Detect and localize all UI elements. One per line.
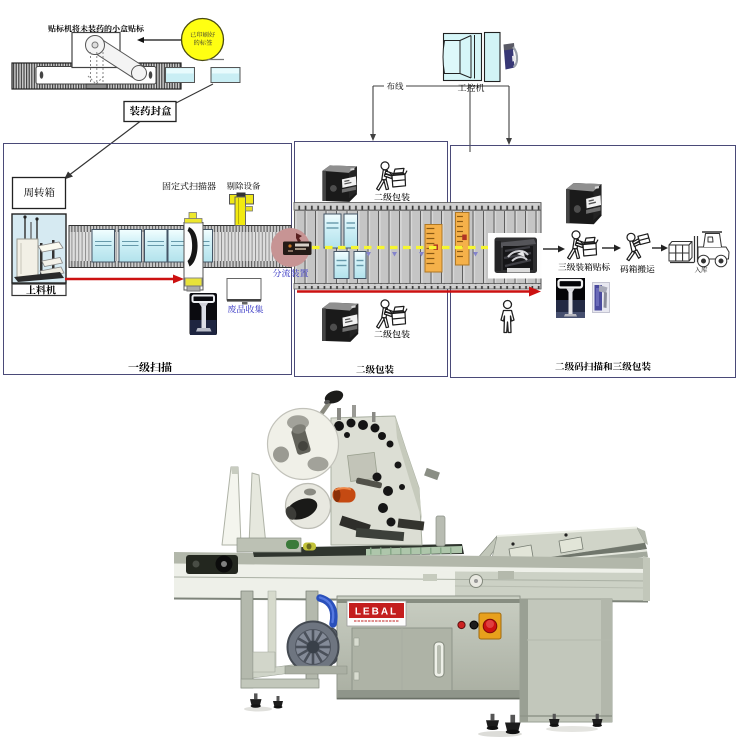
svg-text:LEBAL: LEBAL	[355, 607, 398, 618]
